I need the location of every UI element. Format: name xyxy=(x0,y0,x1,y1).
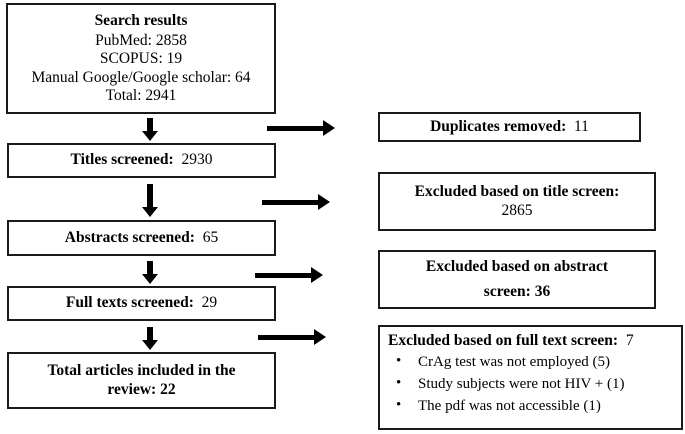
full-texts-screened-label: Full texts screened: xyxy=(65,294,194,312)
duplicates-removed-label: Duplicates removed: xyxy=(430,117,567,135)
excluded-title-label: Excluded based on title screen: xyxy=(414,183,620,201)
search-results-title: Search results xyxy=(94,11,188,29)
box-total-articles-included: Total articles included in the review: 2… xyxy=(7,352,276,409)
excluded-fulltext-reason-list: CrAg test was not employed (5) Study sub… xyxy=(388,351,624,418)
box-titles-screened: Titles screened: 2930 xyxy=(7,143,276,178)
full-texts-screened-text: Full texts screened: 29 xyxy=(66,294,217,312)
total-included-line2: review: 22 xyxy=(107,380,176,398)
full-texts-screened-value: 29 xyxy=(201,294,218,312)
excluded-title-value: 2865 xyxy=(501,201,533,219)
search-results-line-manual: Manual Google/Google scholar: 64 xyxy=(31,68,251,86)
excluded-abstract-line1: Excluded based on abstract xyxy=(425,258,609,276)
search-results-line-scopus: SCOPUS: 19 xyxy=(99,50,183,68)
abstracts-screened-text: Abstracts screened: 65 xyxy=(65,229,218,247)
search-results-line-pubmed: PubMed: 2858 xyxy=(95,32,187,50)
duplicates-removed-value: 11 xyxy=(574,117,589,135)
excluded-fulltext-label: Excluded based on full text screen: xyxy=(388,332,619,349)
duplicates-removed-text: Duplicates removed: 11 xyxy=(430,118,589,136)
box-excluded-abstract-screen: Excluded based on abstract screen: 36 xyxy=(378,250,656,309)
search-results-line-total: Total: 2941 xyxy=(105,86,177,104)
box-excluded-title-screen: Excluded based on title screen: 2865 xyxy=(378,172,656,231)
list-item: CrAg test was not employed (5) xyxy=(388,351,624,374)
list-item: Study subjects were not HIV + (1) xyxy=(388,373,624,396)
box-search-results: Search results PubMed: 2858 SCOPUS: 19 M… xyxy=(6,3,276,114)
excluded-fulltext-header: Excluded based on full text screen: 7 xyxy=(388,332,634,350)
list-item: The pdf was not accessible (1) xyxy=(388,395,624,418)
box-full-texts-screened: Full texts screened: 29 xyxy=(7,286,276,321)
abstracts-screened-value: 65 xyxy=(202,228,219,246)
excluded-abstract-line2: screen: 36 xyxy=(483,282,551,300)
box-excluded-fulltext-screen: Excluded based on full text screen: 7 Cr… xyxy=(378,325,683,430)
excluded-fulltext-value: 7 xyxy=(625,332,634,349)
total-included-line1: Total articles included in the xyxy=(47,362,236,380)
titles-screened-value: 2930 xyxy=(181,151,213,169)
box-abstracts-screened: Abstracts screened: 65 xyxy=(7,220,276,256)
box-duplicates-removed: Duplicates removed: 11 xyxy=(378,112,641,142)
abstracts-screened-label: Abstracts screened: xyxy=(64,228,195,246)
titles-screened-label: Titles screened: xyxy=(70,151,174,169)
titles-screened-text: Titles screened: 2930 xyxy=(71,151,213,169)
